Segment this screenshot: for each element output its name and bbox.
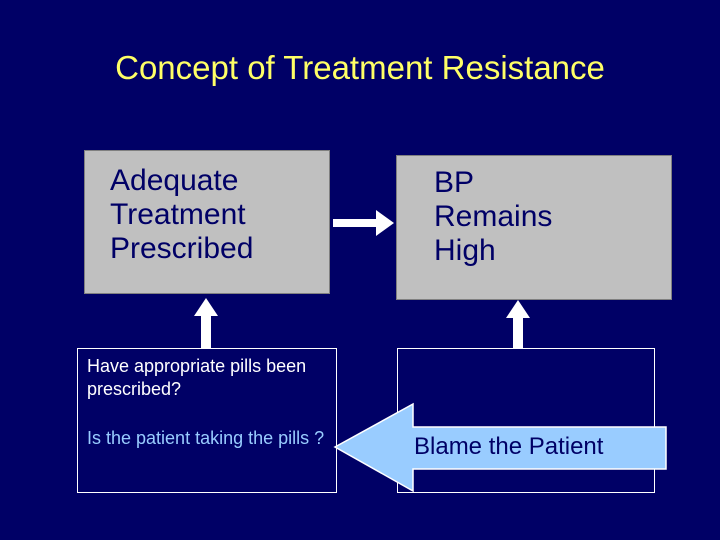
box-line: Prescribed: [110, 232, 254, 265]
box-line: Adequate: [110, 164, 239, 197]
blame-callout-arrow: [333, 402, 667, 493]
box-line: Treatment: [110, 198, 246, 231]
box-line: Remains: [434, 200, 553, 233]
up-arrow-right: [506, 300, 530, 348]
right-arrow: [333, 210, 394, 236]
blame-the-patient-label: Blame the Patient: [414, 433, 604, 460]
adequate-treatment-box: Adequate Treatment Prescribed: [84, 150, 330, 294]
box-line: BP: [434, 166, 475, 199]
question-pills-prescribed: Have appropriate pills been prescribed?: [87, 356, 307, 399]
box-line: High: [434, 234, 496, 267]
questions-box: Have appropriate pills been prescribed? …: [77, 348, 337, 493]
bp-remains-high-box: BP Remains High: [396, 155, 672, 300]
question-patient-taking-pills: Is the patient taking the pills ?: [87, 428, 325, 448]
slide-title: Concept of Treatment Resistance: [115, 49, 605, 86]
up-arrow-left: [194, 298, 218, 348]
